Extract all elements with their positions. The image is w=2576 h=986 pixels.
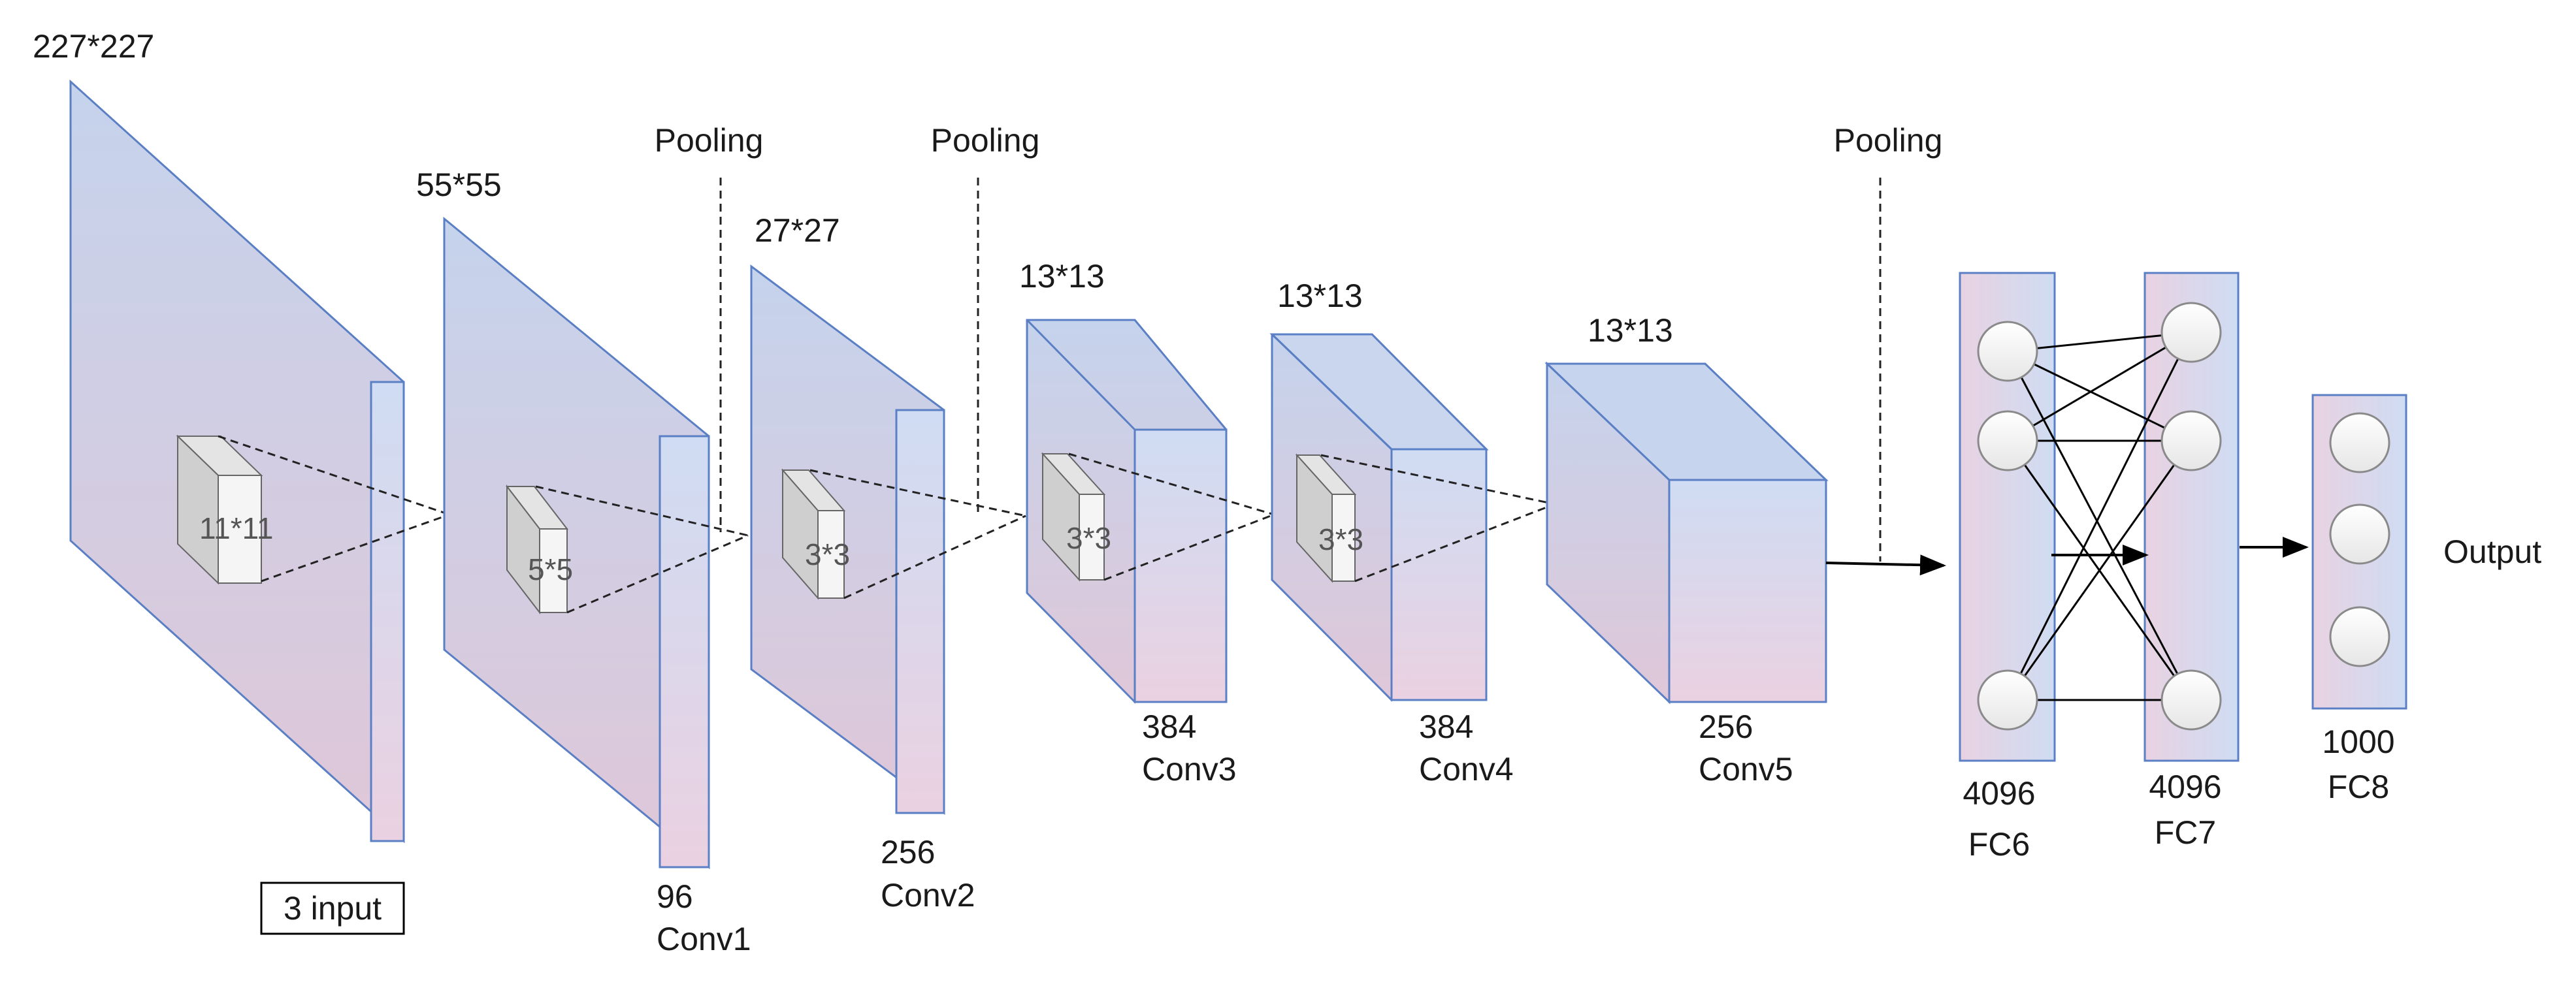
fc8-name-label: FC8 — [2328, 769, 2389, 805]
neuron-icon — [1977, 410, 2038, 471]
neuron-icon — [2160, 410, 2222, 471]
conv1-layer — [443, 216, 749, 870]
neuron-icon — [2329, 503, 2390, 565]
conv2-depth-label: 256 — [881, 834, 935, 870]
pooling2-label: Pooling — [931, 122, 1040, 159]
conv1-name-label: Conv1 — [657, 921, 751, 957]
conv5-size-label: 13*13 — [1588, 312, 1673, 349]
fc6-fc7-connections — [2006, 331, 2193, 701]
arrow-right-icon — [1825, 554, 1946, 576]
neuron-icon — [2160, 669, 2222, 731]
input-kernel-label: 11*11 — [199, 511, 273, 545]
conv3-kernel-label: 3*3 — [1066, 521, 1111, 555]
conv1-size-label: 55*55 — [416, 167, 502, 203]
input-kernel-cube — [176, 434, 263, 585]
conv1-depth-label: 96 — [657, 878, 693, 915]
conv3-name-label: Conv3 — [1142, 751, 1237, 787]
conv5-name-label: Conv5 — [1699, 751, 1793, 787]
conv2-size-label: 27*27 — [755, 212, 840, 249]
neuron-icon — [2329, 412, 2390, 473]
fc7-name-label: FC7 — [2155, 814, 2216, 851]
conv5-layer — [1544, 361, 1829, 705]
input-layer — [69, 79, 450, 844]
fc7-units-label: 4096 — [2149, 769, 2221, 805]
channels-label: 3 input — [284, 890, 382, 927]
neuron-icon — [1977, 321, 2038, 382]
conv2-layer — [750, 264, 1026, 815]
conv1-kernel-cube — [505, 485, 569, 614]
conv3-size-label: 13*13 — [1019, 258, 1105, 294]
fc6-name-label: FC6 — [1968, 826, 2030, 863]
conv1-kernel-label: 5*5 — [528, 552, 573, 586]
neuron-icon — [2329, 606, 2390, 667]
fc8-units-label: 1000 — [2322, 724, 2394, 760]
neuron-icon — [1977, 669, 2038, 731]
conv3-depth-label: 384 — [1142, 708, 1196, 745]
conv4-depth-label: 384 — [1419, 708, 1473, 745]
fc7-nodes — [2160, 302, 2222, 731]
pooling3-label: Pooling — [1834, 122, 1943, 159]
fc8-layer — [2311, 394, 2407, 710]
conv2-name-label: Conv2 — [881, 877, 975, 914]
conv4-kernel-label: 3*3 — [1318, 522, 1363, 556]
channels-box — [260, 882, 405, 935]
conv4-name-label: Conv4 — [1419, 751, 1514, 787]
output-label: Output — [2443, 533, 2541, 570]
conv4-kernel-cube — [1295, 453, 1357, 583]
fc6-units-label: 4096 — [1963, 775, 2035, 812]
conv2-kernel-cube — [781, 468, 846, 600]
conv4-size-label: 13*13 — [1277, 278, 1363, 314]
neuron-icon — [2160, 302, 2222, 363]
conv2-kernel-label: 3*3 — [805, 537, 850, 571]
conv3-kernel-cube — [1041, 452, 1106, 582]
conv4-layer — [1269, 333, 1556, 702]
conv3-layer — [1026, 319, 1275, 704]
input-size-label: 227*227 — [33, 28, 154, 65]
pooling1-label: Pooling — [655, 122, 764, 159]
fc6-nodes — [1977, 321, 2038, 731]
conv5-depth-label: 256 — [1699, 708, 1753, 745]
